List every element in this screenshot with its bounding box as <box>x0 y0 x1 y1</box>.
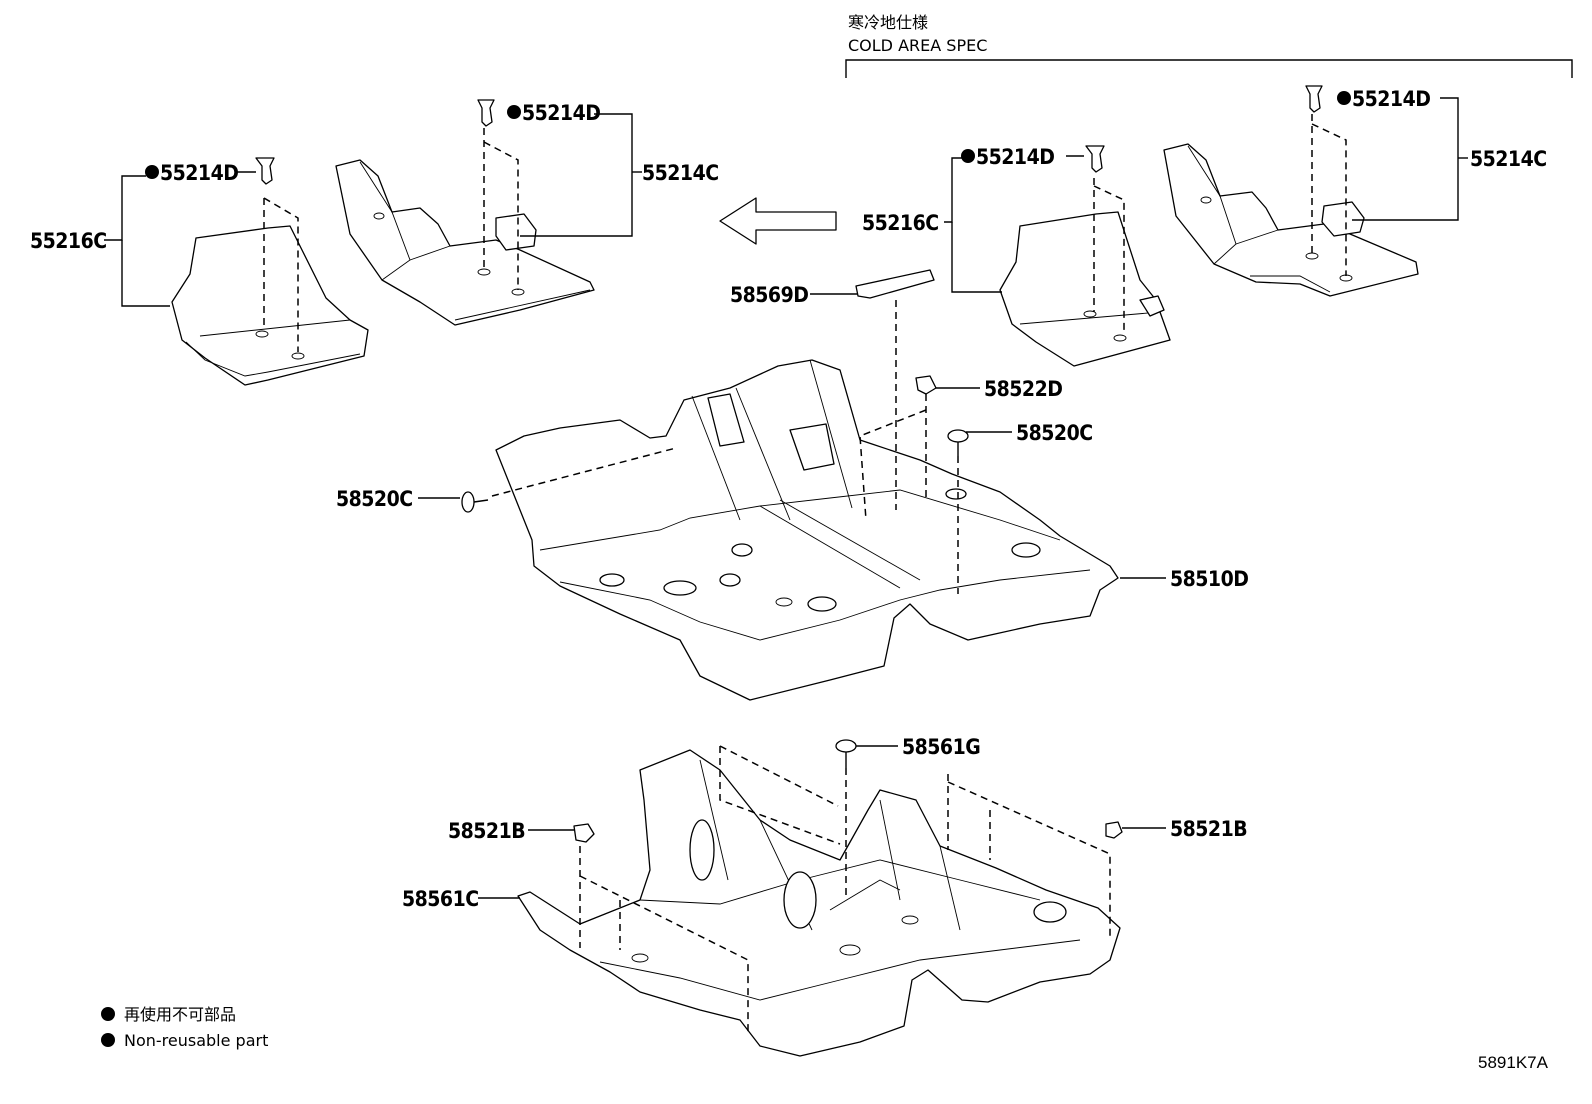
non-reusable-dot <box>961 149 975 163</box>
non-reusable-dot <box>1337 91 1351 105</box>
cold-area-title-jp: 寒冷地仕様 <box>848 13 928 32</box>
clip-58520c-right <box>947 429 969 456</box>
tray-55214c-cold <box>1163 143 1419 297</box>
part-labels: 55216C 55214D 55214D 55214C 55214D 55214… <box>30 87 1547 911</box>
legend-dot <box>101 1007 115 1021</box>
leader-dashes-main <box>491 300 959 594</box>
silencer-58561c <box>517 749 1121 1057</box>
part-label-55214d-left: 55214D <box>160 161 238 185</box>
cold-area-bracket <box>845 59 1573 78</box>
leader-dashes-cold <box>1093 114 1347 334</box>
plate-58569d <box>855 269 935 299</box>
tray-55216c-left <box>171 225 369 386</box>
figure-reference: 5891K7A <box>1478 1053 1549 1072</box>
part-label-58569d: 58569D <box>730 283 808 307</box>
leaders-bottom <box>478 745 1166 899</box>
part-label-55214d-cold-a: 55214D <box>1352 87 1430 111</box>
part-label-58561c: 58561C <box>402 887 479 911</box>
part-label-58520c-right: 58520C <box>1016 421 1093 445</box>
clip-58520c-left <box>461 491 489 513</box>
part-label-58510d: 58510D <box>1170 567 1248 591</box>
legend-dot <box>101 1033 115 1047</box>
part-label-58561g: 58561G <box>902 735 980 759</box>
leaders-main <box>418 293 1166 579</box>
legend: 再使用不可部品 Non-reusable part <box>101 1005 268 1050</box>
part-label-58521b-left: 58521B <box>448 819 525 843</box>
legend-text-en: Non-reusable part <box>124 1031 268 1050</box>
part-label-58521b-right: 58521B <box>1170 817 1247 841</box>
clip-58561g <box>835 739 857 768</box>
cold-area-title-en: COLD AREA SPEC <box>848 36 987 55</box>
clip-55214d-cold <box>1085 85 1323 173</box>
tray-55216c-cold <box>999 211 1171 367</box>
tray-55214c-left <box>335 159 595 326</box>
leaders-cold <box>944 97 1468 293</box>
clip-58522d <box>915 375 937 395</box>
clip-55214d-left <box>255 99 495 185</box>
clip-58521b-right <box>1105 821 1123 839</box>
part-label-55214d-cold-b: 55214D <box>976 145 1054 169</box>
non-reusable-dot <box>507 105 521 119</box>
part-label-58520c-left: 58520C <box>336 487 413 511</box>
part-label-55216c-left: 55216C <box>30 229 107 253</box>
leaders-left <box>104 113 642 307</box>
direction-arrow <box>719 197 837 245</box>
part-label-55214c-cold: 55214C <box>1470 147 1547 171</box>
part-label-55216c-cold: 55216C <box>862 211 939 235</box>
leader-dashes-bottom <box>579 745 1111 1036</box>
cold-area-spec-header: 寒冷地仕様 COLD AREA SPEC <box>845 13 1573 78</box>
non-reusable-dot <box>145 165 159 179</box>
clip-58521b-left <box>573 823 595 843</box>
leader-dashes-left <box>263 128 519 352</box>
legend-text-jp: 再使用不可部品 <box>124 1005 236 1024</box>
part-label-58522d: 58522D <box>984 377 1062 401</box>
carpet-58510d <box>495 359 1119 701</box>
part-label-55214c-left: 55214C <box>642 161 719 185</box>
part-label-55214d-mid: 55214D <box>522 101 600 125</box>
